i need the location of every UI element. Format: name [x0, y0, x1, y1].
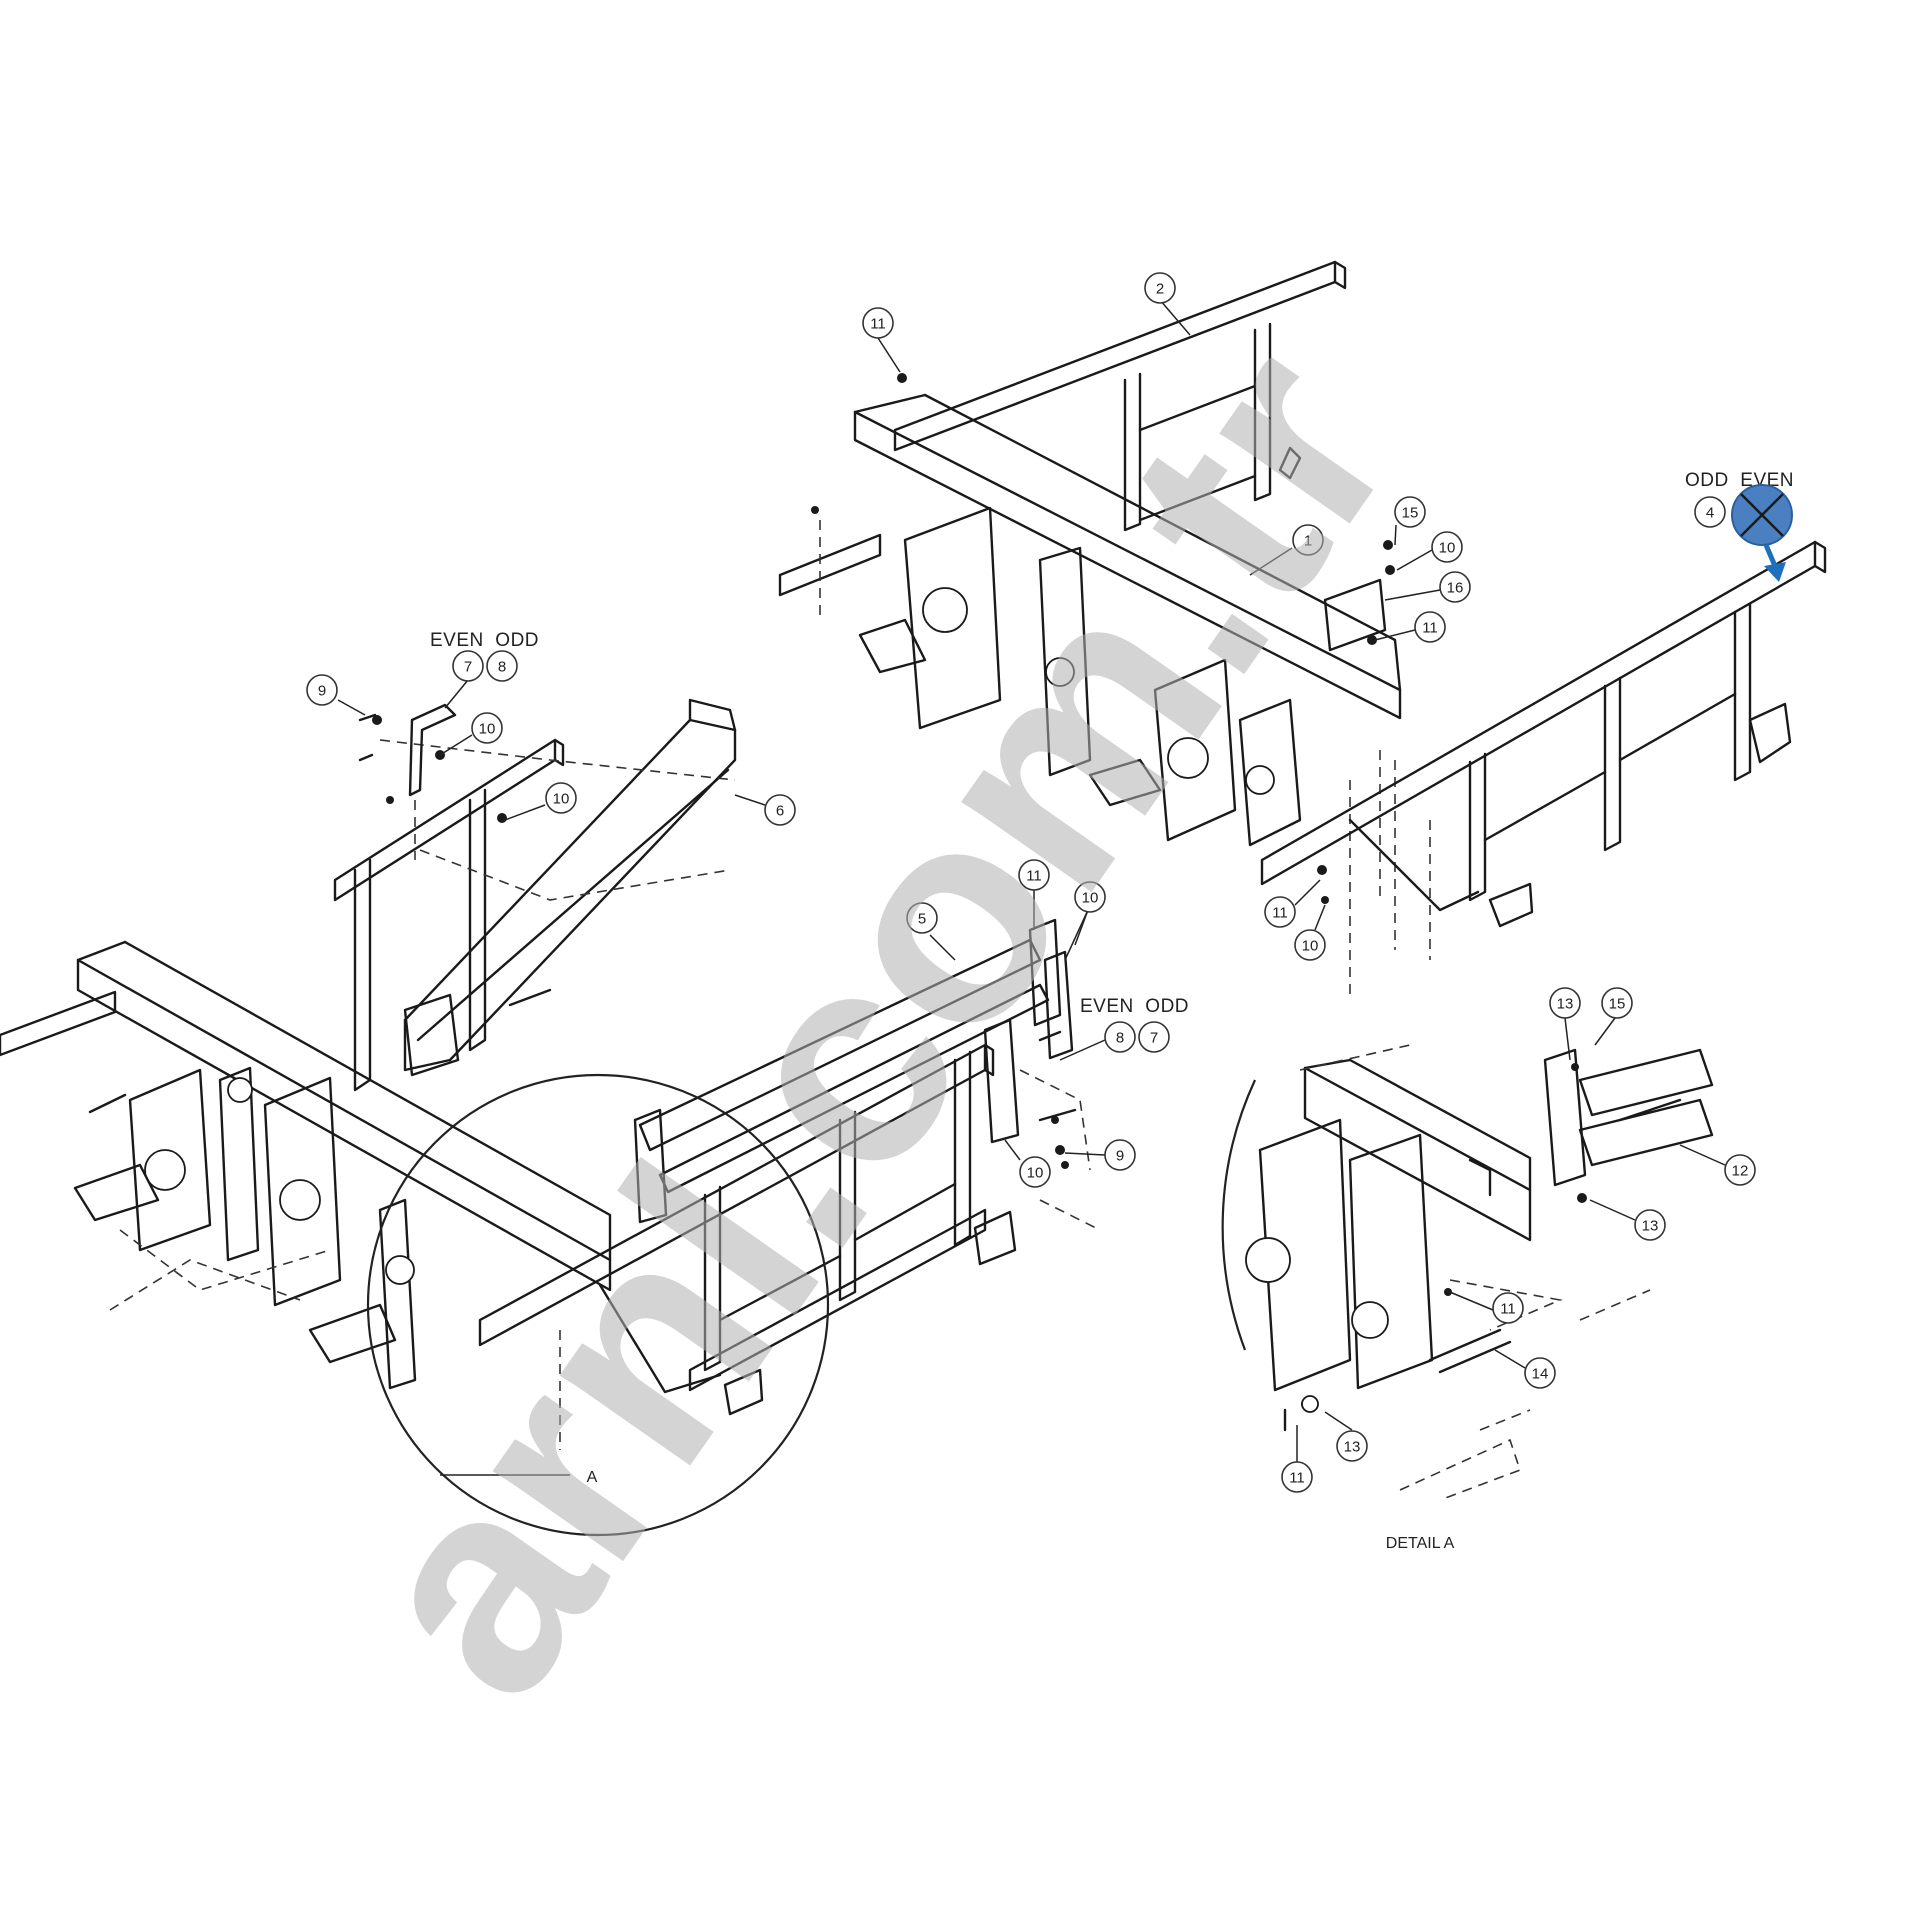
svg-text:11: 11 — [1422, 620, 1438, 637]
svg-text:7: 7 — [1150, 1030, 1158, 1047]
callout-balloon: 4 — [1694, 496, 1726, 528]
callout-balloon: 11 — [1281, 1425, 1313, 1493]
svg-text:7: 7 — [464, 659, 472, 676]
svg-text:2: 2 — [1156, 281, 1164, 298]
svg-text:10: 10 — [479, 721, 496, 738]
callout-balloon: 15 — [1394, 496, 1426, 546]
svg-text:9: 9 — [318, 683, 326, 700]
svg-text:10: 10 — [1027, 1165, 1044, 1182]
detail-title: DETAIL A — [1386, 1535, 1455, 1552]
svg-text:16: 16 — [1447, 580, 1464, 597]
callout-balloon: 9 — [306, 674, 366, 716]
frame-assembly-left — [0, 698, 737, 1390]
even-odd-label-center: EVEN ODD — [1080, 996, 1189, 1017]
watermark: arnl.com.tr — [293, 289, 1458, 1752]
callout-balloon: 13 — [1549, 987, 1581, 1061]
svg-text:5: 5 — [918, 911, 926, 928]
svg-text:15: 15 — [1402, 505, 1419, 522]
svg-text:8: 8 — [498, 659, 506, 676]
callout-balloon: 6 — [734, 794, 796, 826]
callout-balloon: 11 — [862, 307, 901, 373]
svg-text:10: 10 — [1082, 890, 1099, 907]
detail-a-marker: A — [366, 1073, 830, 1537]
side-rail-right — [1260, 540, 1827, 928]
callout-balloon: 12 — [1679, 1144, 1756, 1186]
svg-text:10: 10 — [553, 791, 570, 808]
svg-text:13: 13 — [1557, 996, 1574, 1013]
arrow-down-icon — [1763, 544, 1786, 582]
callout-balloon: 9 — [1064, 1139, 1136, 1171]
svg-text:11: 11 — [870, 316, 886, 333]
callout-balloon: 7 — [1138, 1021, 1170, 1053]
callout-balloon: 5 — [906, 902, 956, 961]
svg-text:11: 11 — [1500, 1301, 1516, 1318]
callout-balloon: 8 — [486, 650, 518, 682]
callout-balloon: 10 — [1396, 531, 1463, 571]
bracket-even-odd-left — [358, 703, 457, 860]
callout-balloon: 10 — [1004, 1139, 1051, 1188]
svg-text:12: 12 — [1732, 1163, 1749, 1180]
callout-balloon: 15 — [1594, 987, 1633, 1046]
callout-balloon: 1 — [1249, 524, 1324, 576]
callout-balloon: 2 — [1144, 272, 1191, 336]
callout-balloon: 14 — [1494, 1349, 1556, 1389]
callout-balloon: 16 — [1384, 571, 1471, 603]
callout-balloon: 11 — [1018, 859, 1050, 930]
svg-text:11: 11 — [1272, 905, 1288, 922]
callout-balloon: 11 — [1374, 611, 1446, 643]
svg-text:6: 6 — [776, 803, 784, 820]
svg-text:arnl.com.tr: arnl.com.tr — [293, 289, 1458, 1752]
svg-text:9: 9 — [1116, 1148, 1124, 1165]
odd-even-label-top: ODD EVEN — [1685, 470, 1794, 491]
callout-balloon: 13 — [1589, 1199, 1666, 1241]
svg-text:10: 10 — [1302, 938, 1319, 955]
blue-x-circle-icon — [1731, 484, 1793, 546]
bracket-even-odd-center — [1038, 950, 1074, 1060]
svg-text:8: 8 — [1116, 1030, 1124, 1047]
svg-text:11: 11 — [1289, 1470, 1305, 1487]
frame-assembly-top — [778, 260, 1431, 1000]
svg-text:13: 13 — [1344, 1439, 1361, 1456]
detail-a-view — [1221, 1044, 1714, 1501]
svg-text:14: 14 — [1532, 1366, 1549, 1383]
svg-text:10: 10 — [1439, 540, 1456, 557]
callout-balloon: 10 — [1064, 881, 1106, 961]
svg-text:4: 4 — [1706, 505, 1714, 522]
section-mark-a: A — [587, 1469, 598, 1486]
callout-balloon: 13 — [1324, 1411, 1368, 1462]
callout-balloon: 11 — [1264, 879, 1321, 928]
svg-text:15: 15 — [1609, 996, 1626, 1013]
even-odd-label-left: EVEN ODD — [430, 630, 539, 651]
callout-balloon: 11 — [1444, 1289, 1524, 1324]
svg-text:13: 13 — [1642, 1218, 1659, 1235]
callout-balloon: 10 — [439, 712, 503, 756]
callout-balloon: 7 — [444, 650, 484, 709]
svg-text:11: 11 — [1026, 868, 1042, 885]
callout-balloon: 8 — [1059, 1021, 1136, 1061]
svg-text:1: 1 — [1304, 533, 1312, 550]
callout-balloon: 10 — [1294, 904, 1326, 961]
callout-balloon: 10 — [504, 782, 577, 821]
